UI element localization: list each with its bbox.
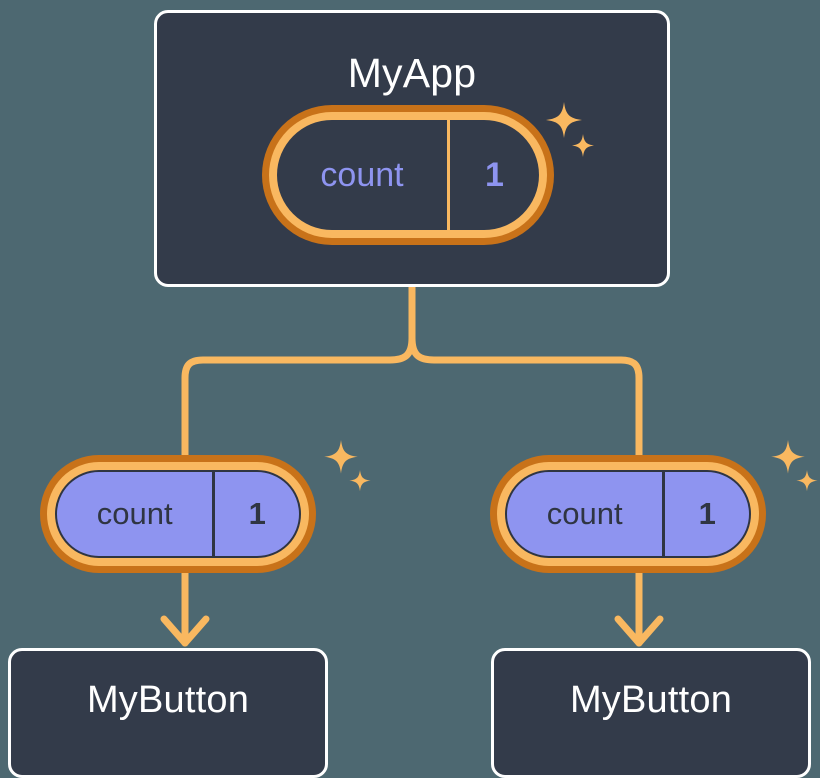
component-card-myapp-label: MyApp bbox=[347, 50, 477, 96]
state-pill-child-right[interactable]: count 1 bbox=[490, 455, 766, 573]
sparkle-icon bbox=[349, 470, 371, 492]
state-pill-child-left[interactable]: count 1 bbox=[40, 455, 316, 573]
state-pill-myapp-value: 1 bbox=[447, 120, 539, 230]
state-pill-myapp[interactable]: count 1 bbox=[262, 105, 554, 245]
state-pill-child-left-value: 1 bbox=[212, 472, 299, 556]
connector-branch-right bbox=[408, 334, 643, 459]
connector-branch-left bbox=[181, 334, 416, 459]
sparkle-group-left bbox=[324, 440, 371, 492]
state-pill-child-left-key: count bbox=[96, 496, 173, 531]
sparkle-icon bbox=[771, 440, 805, 474]
sparkle-icon bbox=[324, 440, 358, 474]
connector-arrow-right-head bbox=[614, 615, 664, 647]
state-pill-myapp-key: count bbox=[320, 155, 404, 194]
component-card-mybutton-left[interactable]: MyButton bbox=[8, 648, 328, 778]
connector-arrow-left-head bbox=[160, 615, 210, 647]
state-pill-child-right-key: count bbox=[546, 496, 623, 531]
component-card-mybutton-left-label: MyButton bbox=[86, 679, 250, 721]
sparkle-icon bbox=[796, 470, 818, 492]
sparkle-group-right bbox=[771, 440, 818, 492]
component-card-mybutton-right[interactable]: MyButton bbox=[491, 648, 811, 778]
state-pill-child-right-value: 1 bbox=[662, 472, 749, 556]
component-card-mybutton-right-label: MyButton bbox=[569, 679, 733, 721]
